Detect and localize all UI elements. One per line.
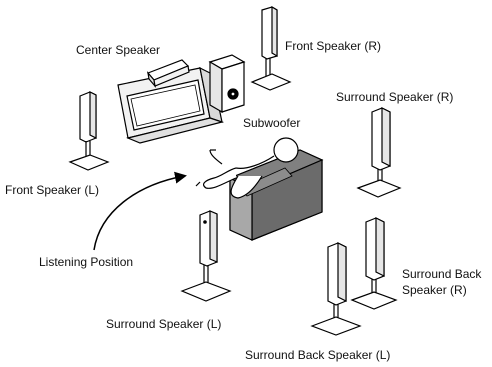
- surround-back-speaker-left-icon: [310, 242, 362, 336]
- front-speaker-right-label: Front Speaker (R): [285, 39, 382, 53]
- front-speaker-right-icon: [250, 5, 292, 91]
- surround-speaker-right-label: Surround Speaker (R): [336, 90, 454, 104]
- subwoofer-label: Subwoofer: [243, 116, 301, 130]
- center-speaker-label: Center Speaker: [76, 43, 161, 57]
- listening-position-arrow: [93, 171, 187, 251]
- sofa-illustration: [228, 149, 324, 241]
- front-speaker-left-icon: [68, 91, 110, 171]
- surround-back-speaker-right-label-line2: Speaker (R): [402, 283, 467, 297]
- surround-speaker-left-icon: [180, 210, 232, 302]
- listener-figure: [195, 137, 299, 199]
- surround-back-speaker-right-icon: [350, 217, 398, 310]
- tv-illustration: [117, 66, 225, 144]
- subwoofer-icon: [208, 54, 246, 114]
- center-speaker-icon: [146, 59, 190, 89]
- surround-back-speaker-left-label: Surround Back Speaker (L): [245, 348, 391, 362]
- surround-speaker-right-icon: [356, 107, 402, 198]
- surround-back-speaker-right-label-line1: Surround Back: [402, 267, 482, 281]
- surround-speaker-left-label: Surround Speaker (L): [106, 317, 222, 331]
- front-speaker-left-label: Front Speaker (L): [5, 183, 100, 197]
- listening-position-label: Listening Position: [39, 255, 134, 269]
